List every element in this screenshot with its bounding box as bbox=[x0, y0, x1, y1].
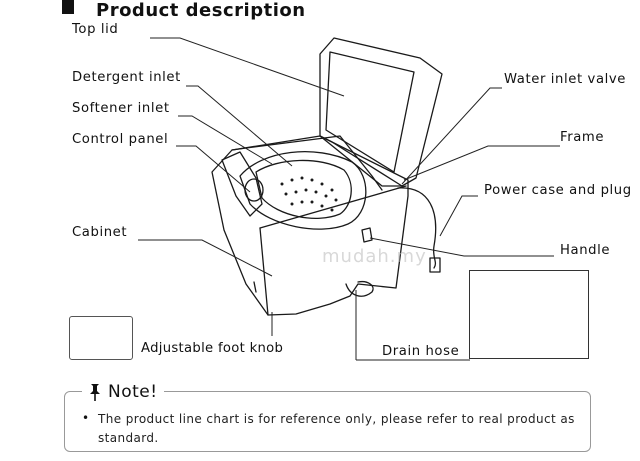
note-title: Note! bbox=[108, 382, 158, 402]
label-cabinet: Cabinet bbox=[72, 225, 128, 240]
pushpin-icon bbox=[90, 384, 100, 401]
label-power-case-and-plug: Power case and plug bbox=[484, 183, 632, 198]
note-box bbox=[64, 391, 591, 452]
leader-top-lid bbox=[150, 37, 345, 97]
cabinet-side-edge bbox=[259, 185, 407, 229]
power-cord bbox=[397, 187, 437, 269]
top-lid-hinge bbox=[319, 135, 403, 187]
leader-cabinet bbox=[138, 239, 273, 277]
leader-power-case bbox=[439, 195, 478, 237]
label-frame: Frame bbox=[560, 130, 605, 145]
handle-shape bbox=[361, 227, 373, 243]
tub-opening bbox=[239, 151, 367, 230]
label-control-panel: Control panel bbox=[72, 132, 169, 147]
heading-marker bbox=[62, 0, 74, 14]
note-header: Note! bbox=[82, 381, 164, 403]
cabinet-top-edge bbox=[231, 135, 383, 191]
drain-outlet bbox=[345, 280, 374, 297]
note-text: The product line chart is for reference … bbox=[98, 412, 575, 445]
foot-left bbox=[253, 281, 257, 293]
leader-handle bbox=[369, 237, 554, 257]
foot-knob-inset bbox=[69, 316, 133, 360]
top-lid-outline bbox=[319, 37, 443, 187]
leader-control-panel bbox=[176, 145, 251, 193]
label-detergent-inlet: Detergent inlet bbox=[72, 70, 181, 85]
page-title: Product description bbox=[96, 0, 306, 21]
drain-hose-inset bbox=[469, 270, 589, 359]
note-bullet: • bbox=[82, 411, 90, 425]
top-lid-inner bbox=[325, 51, 415, 173]
label-softener-inlet: Softener inlet bbox=[72, 101, 170, 116]
label-drain-hose: Drain hose bbox=[382, 344, 460, 359]
label-handle: Handle bbox=[560, 243, 611, 258]
leader-water-inlet bbox=[401, 87, 502, 185]
leader-detergent bbox=[186, 85, 293, 167]
label-adjustable-foot-knob: Adjustable foot knob bbox=[141, 341, 284, 356]
power-plug bbox=[429, 257, 441, 273]
leader-frame bbox=[403, 145, 560, 181]
leader-softener bbox=[178, 115, 273, 165]
control-panel bbox=[221, 151, 263, 217]
label-water-inlet-valve: Water inlet valve bbox=[504, 72, 627, 87]
drum-outline bbox=[255, 159, 352, 220]
watermark: mudah.my bbox=[322, 246, 427, 267]
label-top-lid: Top lid bbox=[72, 22, 119, 37]
control-knob bbox=[244, 178, 264, 202]
